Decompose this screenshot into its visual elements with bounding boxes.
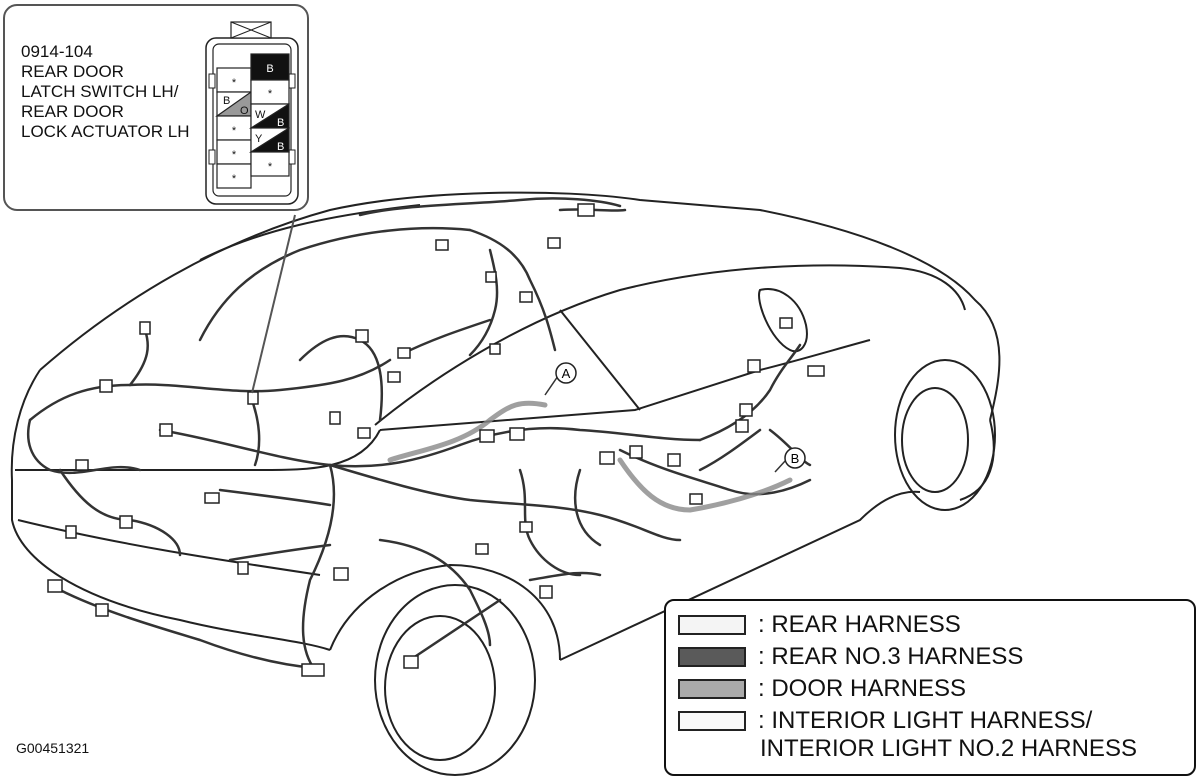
- connector-cells: [215, 53, 290, 189]
- pin-label: B: [223, 95, 230, 107]
- legend-label-rear-harness: : REAR HARNESS: [758, 611, 961, 638]
- callout-leader-line: [251, 214, 296, 394]
- pin-label: *: [232, 77, 237, 89]
- pin-label: Y: [255, 133, 263, 145]
- pin-label: *: [268, 161, 273, 173]
- door-harness-wires: [387, 400, 793, 513]
- connector-title: 0914-104 REAR DOOR LATCH SWITCH LH/ REAR…: [21, 42, 189, 142]
- legend-swatch-interior-light-harness: [678, 711, 746, 731]
- marker-b-leader: [774, 459, 787, 473]
- pin-label: *: [268, 88, 273, 100]
- marker-b-label: B: [791, 451, 800, 466]
- legend-label-rear-no3-harness: : REAR NO.3 HARNESS: [758, 643, 1024, 670]
- pin-label: W: [255, 109, 266, 121]
- pin-label: B: [277, 141, 284, 153]
- marker-a: A: [555, 362, 577, 384]
- connector-pinout: * B * B O W B * Y B * * *: [205, 21, 299, 205]
- legend-item-interior-light-harness: : INTERIOR LIGHT HARNESS/: [678, 707, 1092, 735]
- front-wheel: [894, 359, 996, 511]
- connector-title-line-4: LOCK ACTUATOR LH: [21, 122, 190, 141]
- legend-swatch-rear-harness: [678, 615, 746, 635]
- legend-swatch-rear-no3-harness: [678, 647, 746, 667]
- legend-label-door-harness: : DOOR HARNESS: [758, 675, 967, 702]
- pin-label: *: [232, 173, 237, 185]
- rear-wheel: [374, 584, 536, 776]
- connector-title-line-3: REAR DOOR: [21, 102, 124, 121]
- legend-swatch-door-harness: [678, 679, 746, 699]
- pin-label: B: [277, 117, 284, 129]
- connector-code: 0914-104: [21, 42, 93, 61]
- marker-a-leader: [544, 375, 559, 396]
- harness-legend: : REAR HARNESS : REAR NO.3 HARNESS : DOO…: [664, 599, 1196, 776]
- car-body-outline: [10, 191, 1001, 661]
- pin-label: *: [232, 149, 237, 161]
- figure-id: G00451321: [16, 740, 90, 756]
- legend-item-rear-no3-harness: : REAR NO.3 HARNESS: [678, 643, 1023, 671]
- pin-label: O: [240, 105, 249, 117]
- marker-a-label: A: [562, 366, 571, 381]
- connector-pin-labels: * B * B O W B * Y B * * *: [223, 63, 284, 185]
- pin-label: B: [266, 63, 273, 75]
- connector-title-line-2: LATCH SWITCH LH/: [21, 82, 179, 101]
- pin-label: *: [232, 125, 237, 137]
- connectors: [47, 203, 825, 677]
- marker-b: B: [784, 447, 806, 469]
- legend-item-door-harness: : DOOR HARNESS: [678, 675, 966, 703]
- legend-label-interior-light-harness: : INTERIOR LIGHT HARNESS/: [758, 707, 1093, 734]
- connector-title-line-1: REAR DOOR: [21, 62, 124, 81]
- connector-callout: 0914-104 REAR DOOR LATCH SWITCH LH/ REAR…: [3, 4, 309, 211]
- legend-label-interior-light-no2-harness: INTERIOR LIGHT NO.2 HARNESS: [760, 735, 1137, 762]
- legend-item-rear-harness: : REAR HARNESS: [678, 611, 961, 639]
